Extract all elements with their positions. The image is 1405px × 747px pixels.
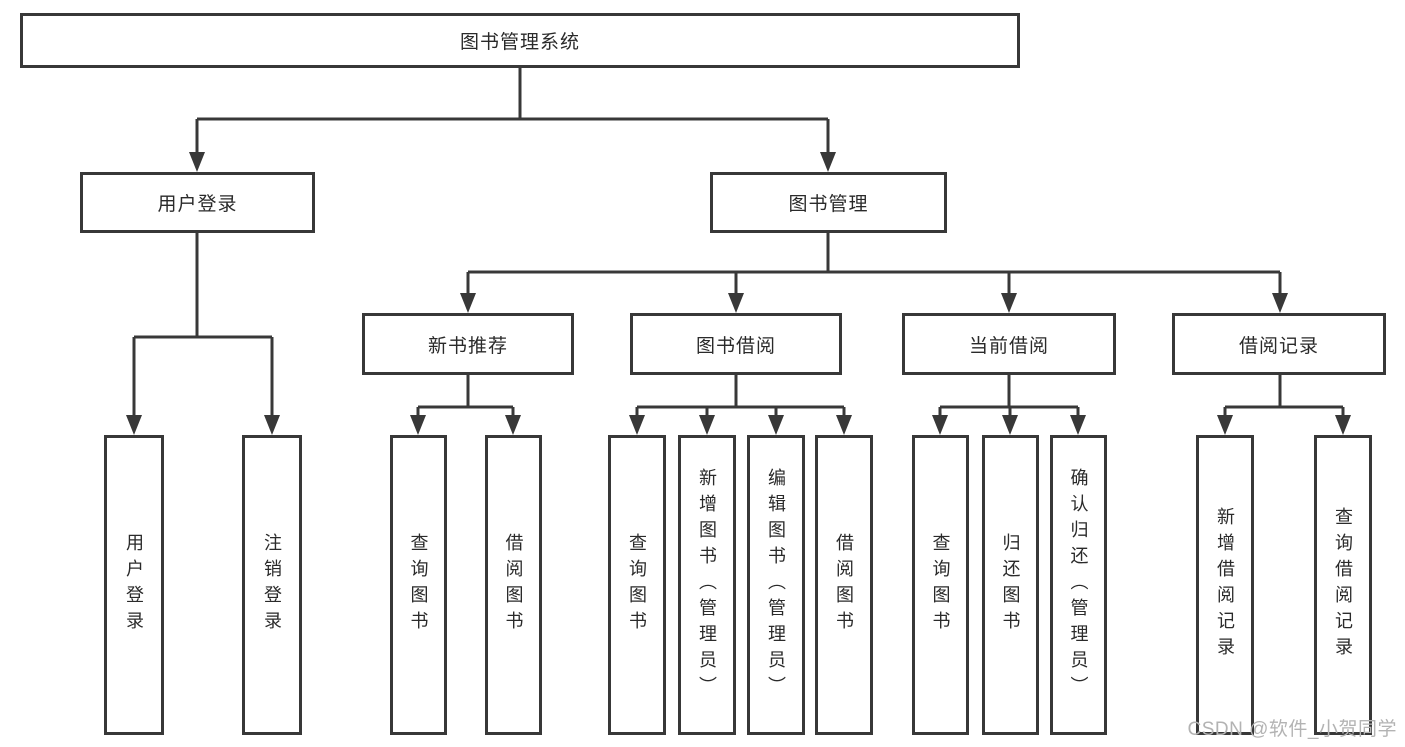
leaf-query-books-recommend: 查询图书 xyxy=(390,435,447,735)
leaf-label: 查询图书 xyxy=(408,533,429,637)
leaf-user-login: 用户登录 xyxy=(104,435,164,735)
node-user-login: 用户登录 xyxy=(80,172,315,233)
leaf-label: 借阅图书 xyxy=(834,533,854,637)
leaf-borrow-books-recommend: 借阅图书 xyxy=(485,435,542,735)
leaf-label: 注销登录 xyxy=(262,533,282,637)
leaf-query-books-borrow: 查询图书 xyxy=(608,435,666,735)
csdn-watermark: CSDN @软件_小贺同学 xyxy=(1187,719,1397,740)
node-root: 图书管理系统 xyxy=(20,13,1020,68)
leaf-return-book: 归还图书 xyxy=(982,435,1039,735)
node-new-book-recommend: 新书推荐 xyxy=(362,313,574,375)
leaf-label: 确认归还（管理员） xyxy=(1068,468,1089,702)
leaf-label: 借阅图书 xyxy=(503,533,524,637)
leaf-edit-book-admin: 编辑图书（管理员） xyxy=(747,435,805,735)
leaf-add-book-admin: 新增图书（管理员） xyxy=(678,435,736,735)
node-book-management: 图书管理 xyxy=(710,172,947,233)
node-borrow-records: 借阅记录 xyxy=(1172,313,1386,375)
leaf-label: 查询图书 xyxy=(627,533,647,637)
leaf-label: 查询借阅记录 xyxy=(1333,507,1353,663)
leaf-label: 新增借阅记录 xyxy=(1215,507,1235,663)
leaf-query-books-current: 查询图书 xyxy=(912,435,969,735)
leaf-query-borrow-record: 查询借阅记录 xyxy=(1314,435,1372,735)
leaf-label: 编辑图书（管理员） xyxy=(766,468,786,702)
leaf-logout: 注销登录 xyxy=(242,435,302,735)
leaf-add-borrow-record: 新增借阅记录 xyxy=(1196,435,1254,735)
leaf-confirm-return-admin: 确认归还（管理员） xyxy=(1050,435,1107,735)
leaf-borrow-books: 借阅图书 xyxy=(815,435,873,735)
node-book-borrow: 图书借阅 xyxy=(630,313,842,375)
leaf-label: 新增图书（管理员） xyxy=(697,468,717,702)
leaf-label: 查询图书 xyxy=(930,533,951,637)
leaf-label: 归还图书 xyxy=(1000,533,1021,637)
leaf-label: 用户登录 xyxy=(124,533,144,637)
node-current-borrow: 当前借阅 xyxy=(902,313,1116,375)
